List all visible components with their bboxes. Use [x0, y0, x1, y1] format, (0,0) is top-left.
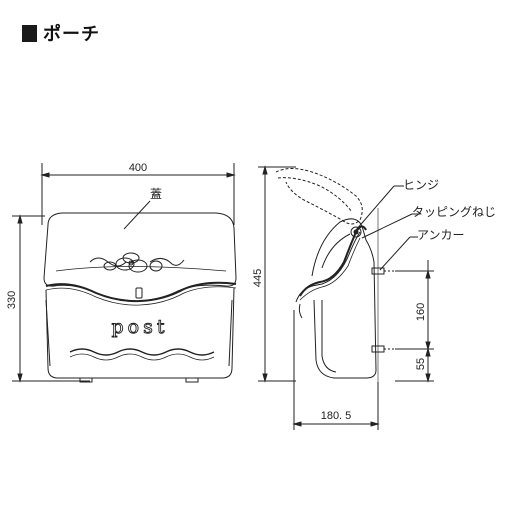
bottom-offset-label: 55: [415, 358, 427, 370]
width-dimension: [40, 163, 236, 225]
anchor-spacing-dimension: [395, 260, 434, 383]
side-height-label: 445: [252, 269, 264, 287]
hinge-leader-line: [355, 185, 395, 231]
screw-leader-line: [361, 213, 413, 239]
page-title: ポーチ: [43, 24, 100, 45]
height-dimension: [12, 214, 90, 383]
heading-square-icon: [22, 24, 37, 42]
anchor-leader-line: [379, 236, 411, 271]
tapping-screw-label: タッピングねじ: [412, 205, 496, 219]
front-height-label: 330: [6, 291, 18, 309]
depth-dimension: [292, 310, 380, 430]
post-text: post: [112, 316, 169, 338]
hinge-label: ヒンジ: [403, 178, 439, 192]
page-heading: ポーチ: [22, 20, 100, 46]
side-height-dimension: [258, 165, 296, 383]
open-lid-dashed: [275, 168, 363, 225]
flower-ornament: [89, 252, 185, 273]
lid-label: 蓋: [150, 187, 162, 201]
side-body-outline: [311, 218, 377, 379]
body-outline: [45, 287, 235, 379]
anchor-label: アンカー: [417, 228, 465, 242]
width-label: 400: [129, 162, 147, 174]
side-view: [258, 165, 434, 430]
depth-label: 180. 5: [321, 410, 352, 422]
anchor-spacing-label: 160: [415, 303, 427, 321]
lid-leader-line: [123, 200, 151, 230]
front-view: [12, 163, 237, 383]
